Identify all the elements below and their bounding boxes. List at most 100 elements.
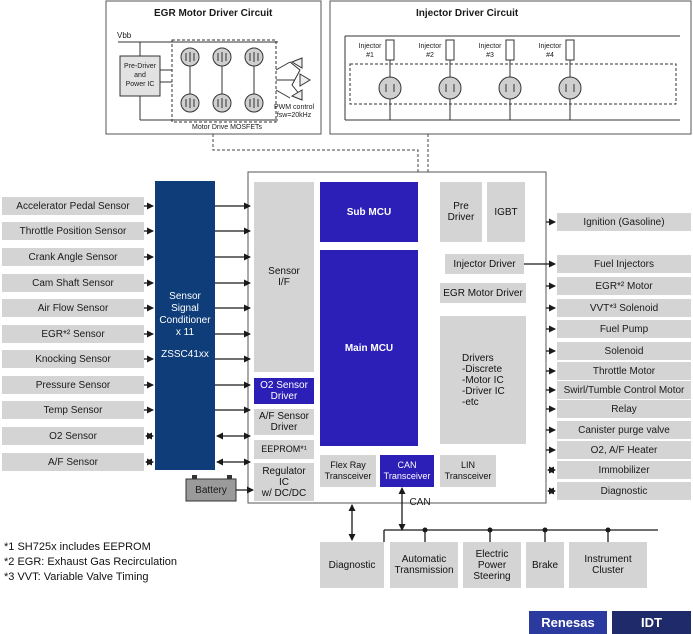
footnote-1: *1 SH725x includes EEPROM bbox=[4, 541, 151, 553]
output-canister-purge-valve: Canister purge valve bbox=[557, 421, 691, 439]
predriver-line-2: and bbox=[134, 72, 146, 79]
injector-1-num: #1 bbox=[366, 52, 374, 59]
output-egr-motor: EGR*² Motor bbox=[557, 277, 691, 295]
battery-shape bbox=[185, 475, 254, 502]
injector-3-num: #3 bbox=[486, 52, 494, 59]
idt-logo: IDT bbox=[612, 611, 691, 634]
output-solenoid: Solenoid bbox=[557, 342, 691, 360]
o2-driver-line-2: Driver bbox=[270, 391, 298, 402]
injector-4-name: Injector bbox=[538, 43, 562, 50]
injector-2-name: Injector bbox=[418, 43, 442, 50]
bus-node-instrument-cluster: Instrument Cluster bbox=[569, 542, 647, 588]
sensor-o2: O2 Sensor bbox=[2, 427, 144, 445]
flexray-line-1: Flex Ray bbox=[330, 460, 366, 470]
lin-transceiver-block: LIN Transceiver bbox=[440, 455, 496, 487]
transmission-line-2: Transmission bbox=[394, 565, 454, 576]
pwm-label: PWM control fsw=20kHz bbox=[274, 104, 314, 120]
af-driver-line-2: Driver bbox=[270, 422, 298, 433]
egr-circuit-title: EGR Motor Driver Circuit bbox=[154, 8, 273, 19]
egr-circuit-schematic bbox=[118, 39, 311, 123]
sensor-crank-angle: Crank Angle Sensor bbox=[2, 248, 144, 266]
pre-driver-line-2: Driver bbox=[447, 212, 475, 223]
sensor-arrows bbox=[144, 202, 154, 466]
sensor-if-block: Sensor I/F bbox=[254, 182, 314, 372]
ssc-arrows bbox=[215, 202, 251, 466]
injector-1-label: Injector #1 bbox=[356, 42, 384, 60]
sensor-knocking: Knocking Sensor bbox=[2, 350, 144, 368]
injector-circuit-schematic bbox=[344, 35, 680, 121]
main-mcu-block: Main MCU bbox=[320, 250, 418, 446]
steering-line-1: Electric bbox=[475, 548, 509, 560]
igbt-block: IGBT bbox=[487, 182, 525, 242]
regulator-line-1: Regulator bbox=[262, 465, 306, 477]
footnote-2: *2 EGR: Exhaust Gas Recirculation bbox=[4, 556, 178, 568]
cluster-line-2: Cluster bbox=[592, 565, 624, 576]
output-fuel-injectors: Fuel Injectors bbox=[557, 255, 691, 273]
can-transceiver-block: CAN Transceiver bbox=[380, 455, 434, 487]
ssc-line-5 bbox=[155, 339, 215, 349]
regulator-line-2: IC bbox=[279, 476, 289, 488]
mosfets-label: Motor Drive MOSFETs bbox=[192, 124, 263, 131]
transmission-line-1: Automatic bbox=[401, 554, 447, 565]
lin-line-2: Transceiver bbox=[444, 471, 492, 481]
output-throttle-motor: Throttle Motor bbox=[557, 362, 691, 380]
regulator-block: Regulator IC w/ DC/DC bbox=[254, 463, 314, 501]
sensor-accelerator-pedal: Accelerator Pedal Sensor bbox=[2, 197, 144, 215]
drivers-block: Drivers -Discrete -Motor IC -Driver IC -… bbox=[440, 316, 526, 444]
sensor-air-flow: Air Flow Sensor bbox=[2, 299, 144, 317]
ssc-line-2: Signal bbox=[171, 303, 199, 314]
drivers-line-5: -etc bbox=[462, 396, 479, 408]
bus-node-transmission: Automatic Transmission bbox=[390, 542, 458, 588]
injector-3-label: Injector #3 bbox=[476, 42, 504, 60]
pwm-line-1: PWM control bbox=[274, 104, 315, 111]
bus-node-diagnostic: Diagnostic bbox=[320, 542, 384, 588]
predriver-line-3: Power IC bbox=[125, 81, 155, 88]
can-line-1: CAN bbox=[397, 460, 417, 470]
ssc-line-1: Sensor bbox=[169, 291, 201, 302]
steering-line-2: Power bbox=[477, 559, 507, 571]
injector-1-name: Injector bbox=[358, 43, 382, 50]
eeprom-block: EEPROM*¹ bbox=[254, 440, 314, 459]
injector-driver-block: Injector Driver bbox=[445, 254, 524, 274]
injector-circuit-title: Injector Driver Circuit bbox=[416, 8, 519, 19]
sensor-cam-shaft: Cam Shaft Sensor bbox=[2, 274, 144, 292]
output-vvt-solenoid: VVT*³ Solenoid bbox=[557, 299, 691, 317]
predriver-label: Pre-Driver and Power IC bbox=[120, 62, 160, 89]
ssc-line-6: ZSSC41xx bbox=[161, 349, 209, 360]
injector-4-num: #4 bbox=[546, 52, 554, 59]
can-bus-nodes bbox=[422, 527, 611, 533]
renesas-logo: Renesas bbox=[529, 611, 607, 634]
drivers-line-2: -Discrete bbox=[462, 363, 503, 375]
drivers-line-4: -Driver IC bbox=[462, 385, 505, 397]
sensor-if-line-2: I/F bbox=[278, 277, 290, 288]
drivers-list: Drivers -Discrete -Motor IC -Driver IC -… bbox=[462, 353, 505, 408]
can-bus-label: CAN bbox=[409, 496, 431, 508]
sensor-af: A/F Sensor bbox=[2, 453, 144, 471]
bus-node-brake: Brake bbox=[526, 542, 564, 588]
ssc-line-4: x 11 bbox=[175, 327, 195, 338]
injector-4-label: Injector #4 bbox=[536, 42, 564, 60]
injector-3-name: Injector bbox=[478, 43, 502, 50]
drivers-line-1: Drivers bbox=[462, 352, 494, 364]
sensor-if-line-1: Sensor bbox=[268, 266, 300, 277]
pwm-line-2: fsw=20kHz bbox=[276, 112, 312, 119]
output-ignition: Ignition (Gasoline) bbox=[557, 213, 691, 231]
vbb-label: Vbb bbox=[117, 31, 132, 40]
injector-2-label: Injector #2 bbox=[416, 42, 444, 60]
o2-driver-line-1: O2 Sensor bbox=[260, 380, 308, 391]
sensor-temp: Temp Sensor bbox=[2, 401, 144, 419]
pre-driver-line-1: Pre bbox=[453, 201, 469, 212]
output-relay: Relay bbox=[557, 400, 691, 418]
output-swirl-tumble-motor: Swirl/Tumble Control Motor bbox=[557, 381, 691, 399]
o2-sensor-driver-block: O2 Sensor Driver bbox=[254, 378, 314, 404]
output-diagnostic: Diagnostic bbox=[557, 482, 691, 500]
sensor-egr: EGR*² Sensor bbox=[2, 325, 144, 343]
cluster-line-1: Instrument bbox=[584, 554, 632, 565]
sensor-throttle-position: Throttle Position Sensor bbox=[2, 222, 144, 240]
can-line-2: Transceiver bbox=[383, 471, 431, 481]
sensor-signal-conditioner: Sensor Signal Conditioner x 11 ZSSC41xx bbox=[155, 181, 215, 470]
sub-mcu-block: Sub MCU bbox=[320, 182, 418, 242]
lin-line-1: LIN bbox=[460, 460, 475, 470]
af-driver-line-1: A/F Sensor bbox=[258, 411, 310, 422]
output-fuel-pump: Fuel Pump bbox=[557, 320, 691, 338]
